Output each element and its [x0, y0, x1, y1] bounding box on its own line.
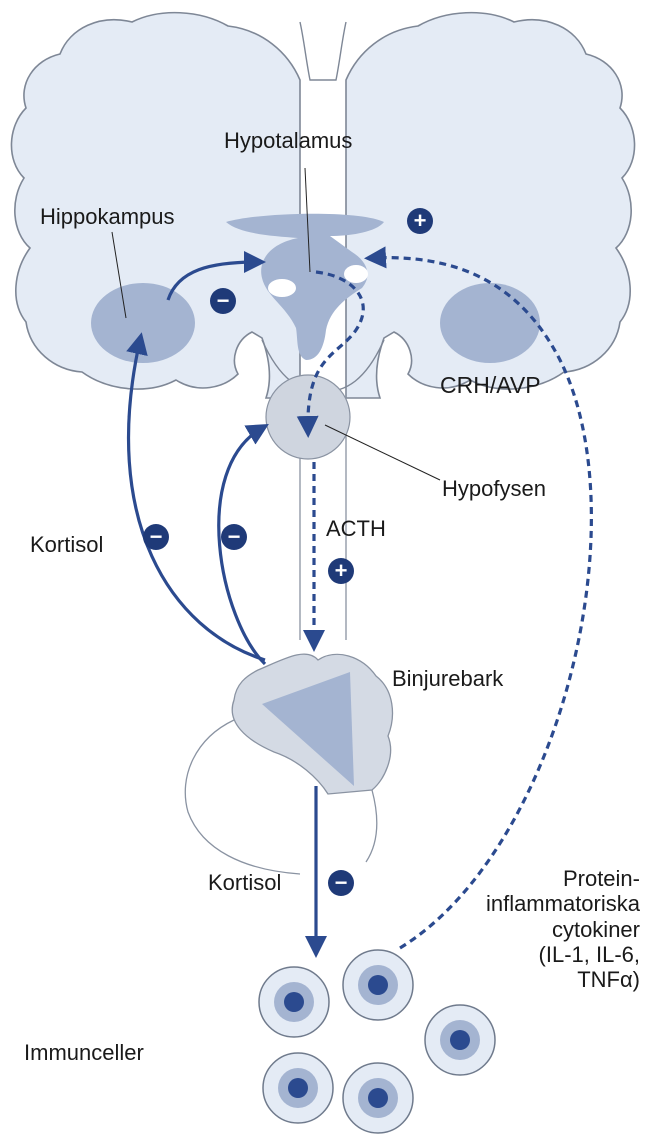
ventricle-right	[344, 265, 368, 283]
label-cytokines-line2: inflammatoriska	[418, 891, 640, 916]
label-hypotalamus: Hypotalamus	[224, 128, 352, 153]
label-hippokampus: Hippokampus	[40, 204, 175, 229]
brain-fissure	[300, 22, 346, 80]
ventricle-left	[268, 279, 296, 297]
label-cytokines: Protein- inflammatoriska cytokiner (IL-1…	[418, 866, 640, 992]
label-acth: ACTH	[326, 516, 386, 541]
label-hypofysen: Hypofysen	[442, 476, 546, 501]
label-cytokines-line1: Protein-	[418, 866, 640, 891]
minus-sign-kortisol-left: −	[143, 524, 169, 550]
minus-sign-kortisol-immune: −	[328, 870, 354, 896]
label-kortisol-lower: Kortisol	[208, 870, 281, 895]
plus-sign-hypothalamus: +	[407, 208, 433, 234]
plus-sign-acth: +	[328, 558, 354, 584]
label-kortisol-upper: Kortisol	[30, 532, 103, 557]
label-cytokines-line5: TNFα)	[418, 967, 640, 992]
pituitary	[266, 375, 350, 459]
label-immunceller: Immunceller	[24, 1040, 144, 1065]
minus-sign-hippocampus: −	[210, 288, 236, 314]
hippocampus-right	[440, 283, 540, 363]
hypofysen-leader	[325, 425, 440, 480]
minus-sign-kortisol-right: −	[221, 524, 247, 550]
label-cytokines-line4: (IL-1, IL-6,	[418, 942, 640, 967]
label-crh-avp: CRH/AVP	[440, 372, 541, 398]
hippocampus-left	[91, 283, 195, 363]
kidney-outline-2	[366, 790, 377, 862]
label-cytokines-line3: cytokiner	[418, 917, 640, 942]
label-binjurebark: Binjurebark	[392, 666, 503, 691]
